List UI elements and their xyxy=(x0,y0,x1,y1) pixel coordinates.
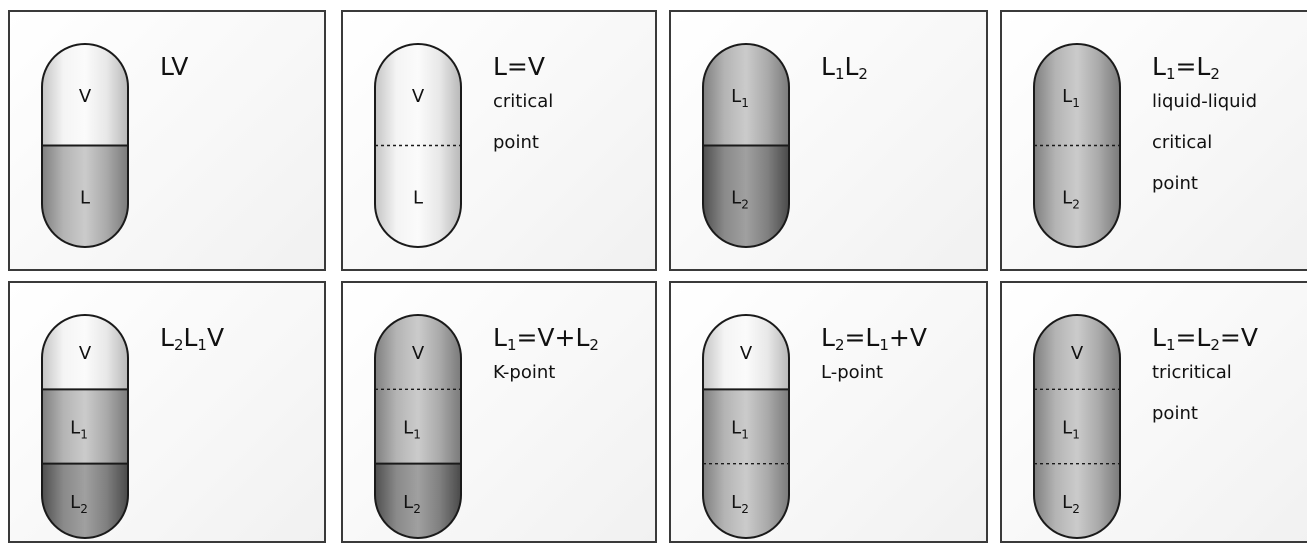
panel-title: L=V xyxy=(493,52,545,81)
description-line: K-point xyxy=(493,362,556,383)
description-line: point xyxy=(1152,403,1198,424)
phase-region xyxy=(1034,389,1120,465)
phase-label: V xyxy=(740,343,753,364)
panel-description: K-point xyxy=(493,363,555,404)
phase-region xyxy=(703,44,789,146)
capsule-diagram: L1L2 xyxy=(702,43,790,248)
phase-label: V xyxy=(79,86,92,107)
phase-region xyxy=(42,145,128,247)
capsule-outline xyxy=(702,43,790,248)
description-line: liquid-liquid xyxy=(1152,91,1258,112)
phase-label: L xyxy=(413,187,423,208)
phase-label: V xyxy=(1071,343,1084,364)
capsule-outline xyxy=(374,43,462,248)
panel-title: L1=L2 xyxy=(1152,52,1220,83)
panel-title: L1L2 xyxy=(821,52,868,83)
phase-region xyxy=(42,389,128,465)
panel-description: liquid-liquid critical point xyxy=(1152,92,1257,215)
phase-region xyxy=(1034,463,1120,538)
panel-title: L1=L2=V xyxy=(1152,323,1258,354)
capsule-outline xyxy=(1033,43,1121,248)
phase-region xyxy=(42,315,128,390)
phase-region xyxy=(703,315,789,390)
phase-region xyxy=(42,463,128,538)
phase-region xyxy=(1034,44,1120,146)
phase-region xyxy=(703,145,789,247)
description-line: critical xyxy=(1152,132,1213,153)
phase-region xyxy=(375,44,461,146)
description-line: tricritical xyxy=(1152,362,1232,383)
capsule-outline xyxy=(41,314,129,539)
panel-description: tricritical point xyxy=(1152,363,1232,445)
capsule-outline xyxy=(702,314,790,539)
capsule-diagram: VL xyxy=(41,43,129,248)
phase-region xyxy=(1034,315,1120,390)
panel-title: L1=V+L2 xyxy=(493,323,599,354)
phase-region xyxy=(375,389,461,465)
description-line: point xyxy=(493,132,539,153)
phase-region xyxy=(703,463,789,538)
description-line: point xyxy=(1152,173,1198,194)
panel-title: L2L1V xyxy=(160,323,225,354)
phase-region xyxy=(375,315,461,390)
phase-label: L xyxy=(80,187,90,208)
capsule-diagram: VL xyxy=(374,43,462,248)
capsule-outline xyxy=(41,43,129,248)
phase-region xyxy=(375,463,461,538)
capsule-outline xyxy=(1033,314,1121,539)
capsule-outline xyxy=(374,314,462,539)
panel-description: L-point xyxy=(821,363,883,404)
phase-region xyxy=(42,44,128,146)
phase-region xyxy=(375,145,461,247)
description-line: L-point xyxy=(821,362,884,383)
phase-label: V xyxy=(412,86,425,107)
panel-description: critical point xyxy=(493,92,553,174)
phase-region xyxy=(703,389,789,465)
capsule-diagram: L1L2 xyxy=(1033,43,1121,248)
panel-title: LV xyxy=(160,52,189,81)
phase-label: V xyxy=(412,343,425,364)
panel-title: L2=L1+V xyxy=(821,323,927,354)
phase-region xyxy=(1034,145,1120,247)
phase-label: V xyxy=(79,343,92,364)
description-line: critical xyxy=(493,91,554,112)
